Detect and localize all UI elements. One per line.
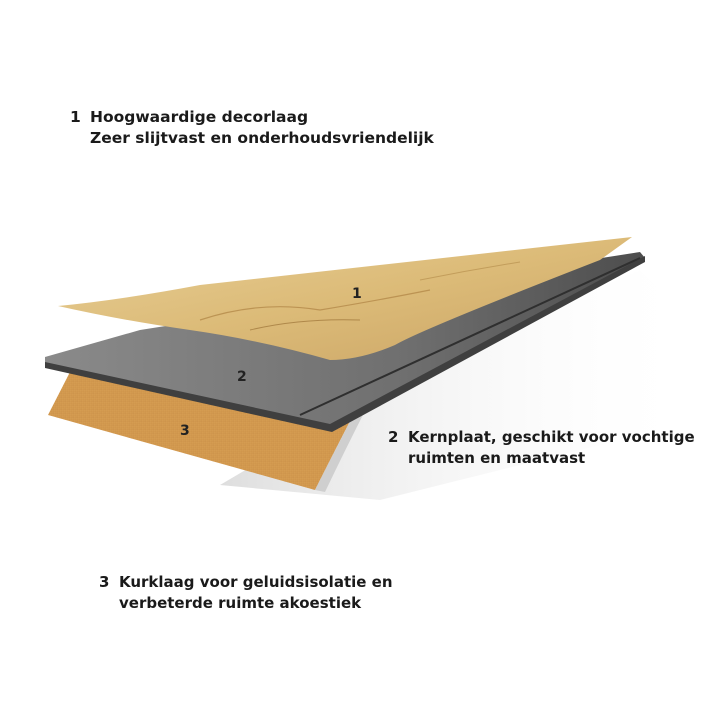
decor-layer-veneer [58, 237, 632, 360]
caption-number: 1 [70, 108, 81, 126]
caption-line: Hoogwaardige decorlaag [90, 108, 309, 126]
caption-core-board: 2 Kernplaat, geschikt voor vochtige ruim… [388, 427, 695, 469]
caption-line: ruimten en maatvast [408, 449, 586, 467]
layer-label-3: 3 [180, 423, 190, 439]
caption-line: verbeterde ruimte akoestiek [119, 594, 362, 612]
caption-number: 2 [388, 428, 399, 446]
caption-decor-layer: 1 Hoogwaardige decorlaag Zeer slijtvast … [70, 107, 434, 149]
layer-label-1: 1 [352, 286, 362, 302]
cork-layer [48, 372, 368, 492]
caption-line: Zeer slijtvast en onderhoudsvriendelijk [90, 129, 434, 147]
caption-line: Kurklaag voor geluidsisolatie en [119, 573, 393, 591]
caption-number: 3 [99, 573, 110, 591]
caption-cork-layer: 3 Kurklaag voor geluidsisolatie en verbe… [99, 572, 393, 614]
layer-label-2: 2 [237, 369, 247, 385]
caption-line: Kernplaat, geschikt voor vochtige [408, 428, 695, 446]
